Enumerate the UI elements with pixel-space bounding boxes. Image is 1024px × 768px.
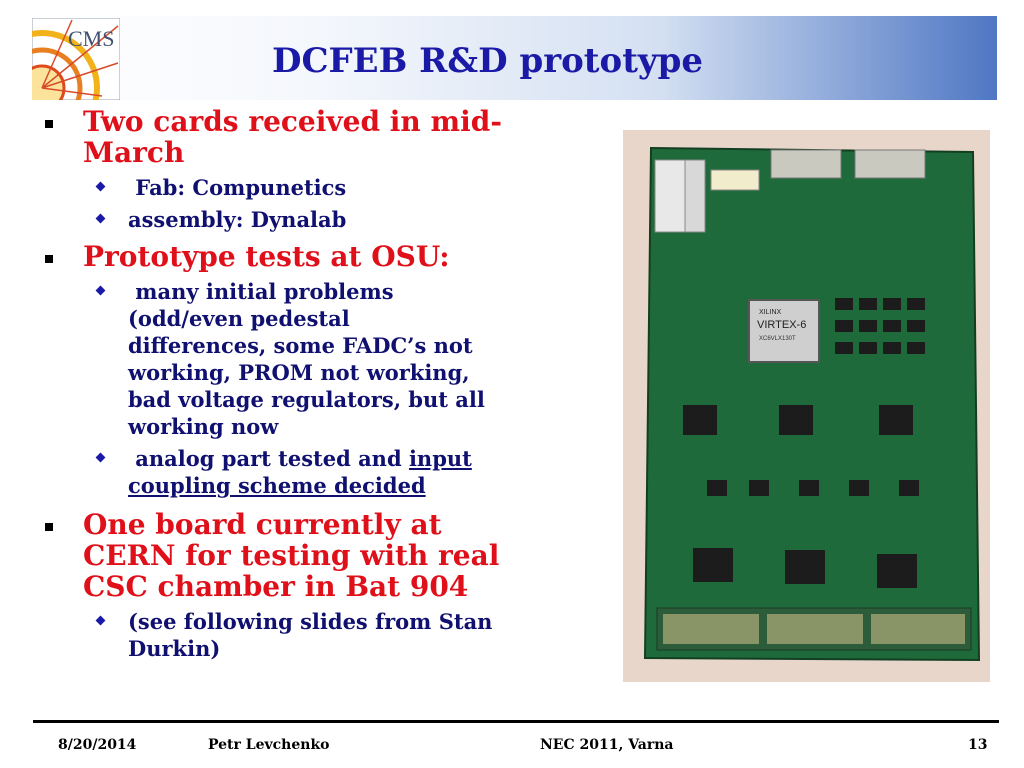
cms-logo: CMS (32, 18, 120, 100)
diamond-bullet-icon (95, 181, 106, 192)
square-bullet-icon (45, 255, 53, 263)
page-title: DCFEB R&D prototype (272, 41, 704, 81)
bullet-3-line: CERN for testing with real (83, 539, 500, 572)
sub-bullet-1-1: Fab: Compunetics (40, 174, 510, 201)
diamond-bullet-icon (95, 213, 106, 224)
input-coupling-link-cont[interactable]: coupling scheme decided (128, 473, 426, 498)
sub-bullet-1-2-text: assembly: Dynalab (128, 207, 347, 232)
chip-label: VIRTEX-6 (757, 319, 806, 331)
chip-brand-label: XILINX (759, 309, 782, 316)
sub-bullet-2-1-line: working now (128, 414, 279, 439)
sub-bullet-2-1-line: many initial problems (128, 279, 394, 304)
sub-bullet-1-1-text: Fab: Compunetics (128, 175, 347, 200)
sub-bullet-2-1-line: bad voltage regulators, but all (128, 387, 485, 412)
input-coupling-link[interactable]: input (408, 446, 472, 471)
footer-rule (33, 720, 999, 723)
sub-bullet-3-1-line: (see following slides from Stan (128, 609, 493, 634)
sub-bullet-3-1-line: Durkin) (128, 636, 221, 661)
sub-bullet-2-2-line2: coupling scheme decided (128, 472, 510, 499)
bullet-3-line: CSC chamber in Bat 904 (83, 570, 469, 603)
board-photo: XILINX VIRTEX-6 XC6VLX130T (623, 130, 990, 682)
sub-bullet-3-1: (see following slides from Stan Durkin) (40, 608, 510, 662)
sub-bullet-2-1: many initial problems (odd/even pedestal… (40, 278, 510, 440)
sub-bullet-2-1-line: differences, some FADC’s not (128, 333, 473, 358)
footer-date: 8/20/2014 (58, 737, 137, 753)
footer-event: NEC 2011, Varna (540, 737, 674, 753)
sub-bullet-2-2: analog part tested and input coupling sc… (40, 445, 510, 499)
sub-bullet-2-2-plain: analog part tested and (128, 446, 409, 471)
logo-text: CMS (68, 26, 114, 51)
diamond-bullet-icon (95, 452, 106, 463)
bullet-1: Two cards received in mid- March (40, 106, 510, 168)
sub-bullet-2-1-line: working, PROM not working, (128, 360, 470, 385)
sub-bullet-2-1-line: (odd/even pedestal (128, 306, 350, 331)
bullet-1-line1: Two cards received in mid- (83, 105, 503, 138)
square-bullet-icon (45, 523, 53, 531)
bullet-1-line2: March (83, 136, 185, 169)
title-bar (32, 16, 997, 100)
diamond-bullet-icon (95, 285, 106, 296)
bullet-2-text: Prototype tests at OSU: (83, 240, 450, 273)
bullet-3: One board currently at CERN for testing … (40, 509, 510, 602)
diamond-bullet-icon (95, 615, 106, 626)
bullet-2: Prototype tests at OSU: (40, 241, 510, 272)
bullet-list: Two cards received in mid- March Fab: Co… (40, 106, 510, 667)
square-bullet-icon (45, 120, 53, 128)
sub-bullet-1-2: assembly: Dynalab (40, 206, 510, 233)
bullet-3-line: One board currently at (83, 508, 442, 541)
sub-bullet-2-2-line1: analog part tested and input (128, 445, 510, 472)
chip-part-label: XC6VLX130T (759, 336, 796, 342)
footer-page-number: 13 (968, 737, 988, 753)
footer-author: Petr Levchenko (208, 737, 330, 753)
